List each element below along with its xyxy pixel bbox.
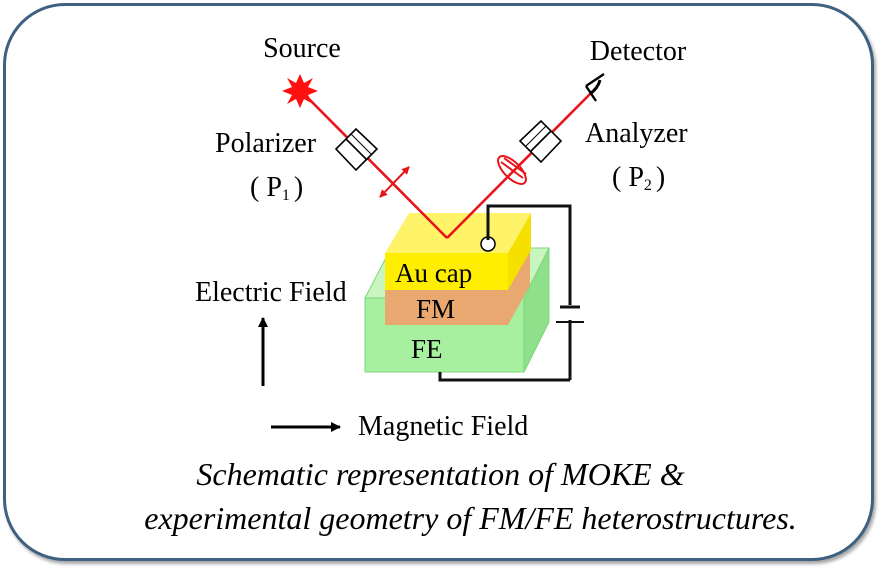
linear-polarization-arrow [379, 166, 410, 198]
polarizer-label: Polarizer [215, 128, 317, 159]
electric-field-label: Electric Field [195, 277, 347, 308]
caption-line-2: experimental geometry of FM/FE heterostr… [144, 500, 797, 536]
fm-layer [385, 250, 530, 325]
laser-beam [305, 87, 597, 239]
au-cap-layer [385, 213, 531, 290]
polarizer-subscript-label: ( P1) [250, 172, 303, 204]
caption-line-1: Schematic representation of MOKE & [196, 456, 685, 492]
analyzer-label: Analyzer [585, 118, 688, 149]
source-label: Source [263, 33, 341, 64]
source-icon [282, 74, 318, 108]
detector-icon [585, 73, 605, 102]
polarizer-icon [334, 127, 379, 172]
elliptical-polarization-icon [497, 155, 527, 185]
voltage-circuit [438, 204, 584, 382]
fe-label: FE [411, 334, 443, 364]
analyzer-subscript-label: ( P2) [612, 162, 665, 194]
fm-label: FM [416, 294, 455, 324]
magnetic-field-label: Magnetic Field [358, 411, 528, 442]
detector-label: Detector [590, 36, 687, 67]
analyzer-icon [518, 119, 563, 164]
au-cap-label: Au cap [395, 258, 472, 288]
